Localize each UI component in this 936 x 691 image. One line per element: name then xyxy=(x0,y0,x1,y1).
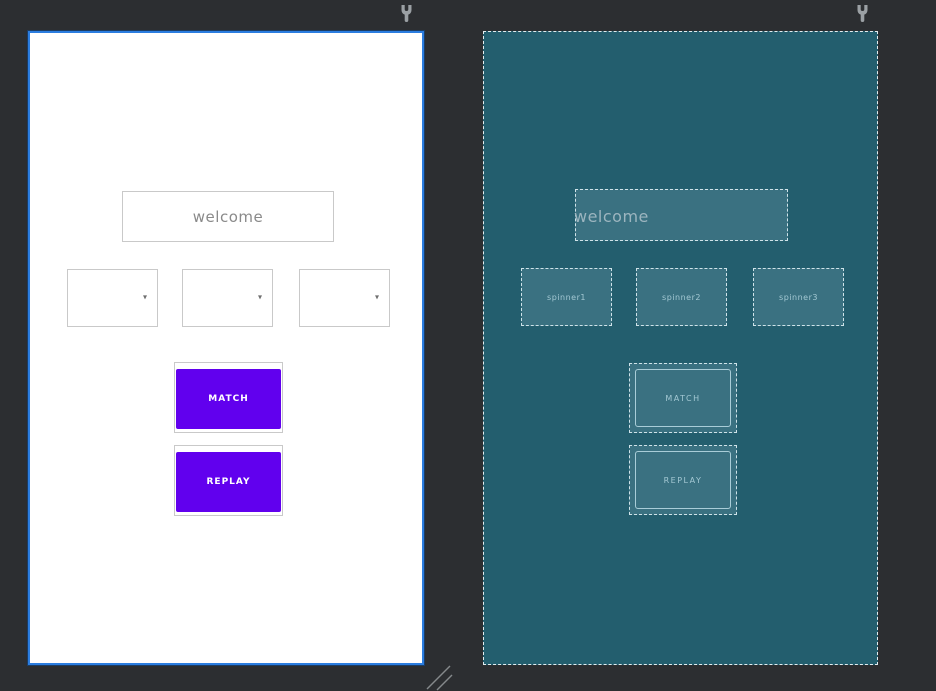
blueprint-match-button[interactable]: MATCH xyxy=(629,363,737,433)
replay-button-label: REPLAY xyxy=(206,477,251,487)
match-button[interactable]: MATCH xyxy=(176,369,281,429)
design-surface[interactable]: welcome ▾ ▾ ▾ MATCH REPLAY xyxy=(28,31,424,665)
blueprint-spinner-2-label: spinner2 xyxy=(662,292,701,302)
blueprint-spinner-2[interactable]: spinner2 xyxy=(636,268,727,326)
blueprint-spinner-1[interactable]: spinner1 xyxy=(521,268,612,326)
blueprint-surface[interactable]: welcome spinner1 spinner2 spinner3 MATCH… xyxy=(483,31,878,665)
blueprint-welcome-textview[interactable]: welcome xyxy=(574,189,788,241)
match-button-label: MATCH xyxy=(208,394,249,404)
welcome-textview[interactable]: welcome xyxy=(122,191,334,242)
spinner-1[interactable]: ▾ xyxy=(67,269,158,327)
resize-handle-icon[interactable] xyxy=(423,663,455,691)
design-tools-wrench-icon[interactable] xyxy=(400,4,413,23)
blueprint-spinner-1-label: spinner1 xyxy=(547,292,586,302)
welcome-textview-label: welcome xyxy=(192,207,264,226)
replay-button[interactable]: REPLAY xyxy=(176,452,281,512)
replay-button-bounds[interactable]: REPLAY xyxy=(174,445,283,516)
dropdown-arrow-icon: ▾ xyxy=(142,292,147,302)
dropdown-arrow-icon: ▾ xyxy=(374,292,379,302)
match-button-bounds[interactable]: MATCH xyxy=(174,362,283,433)
dropdown-arrow-icon: ▾ xyxy=(257,292,262,302)
spinner-2[interactable]: ▾ xyxy=(182,269,273,327)
spinner-3[interactable]: ▾ xyxy=(299,269,390,327)
blueprint-spinner-3-label: spinner3 xyxy=(779,292,818,302)
blueprint-replay-button-label: REPLAY xyxy=(663,475,703,485)
blueprint-match-button-label: MATCH xyxy=(665,393,701,403)
blueprint-replay-button[interactable]: REPLAY xyxy=(629,445,737,515)
blueprint-tools-wrench-icon[interactable] xyxy=(856,4,869,23)
blueprint-spinner-3[interactable]: spinner3 xyxy=(753,268,844,326)
blueprint-welcome-label: welcome xyxy=(574,207,649,226)
